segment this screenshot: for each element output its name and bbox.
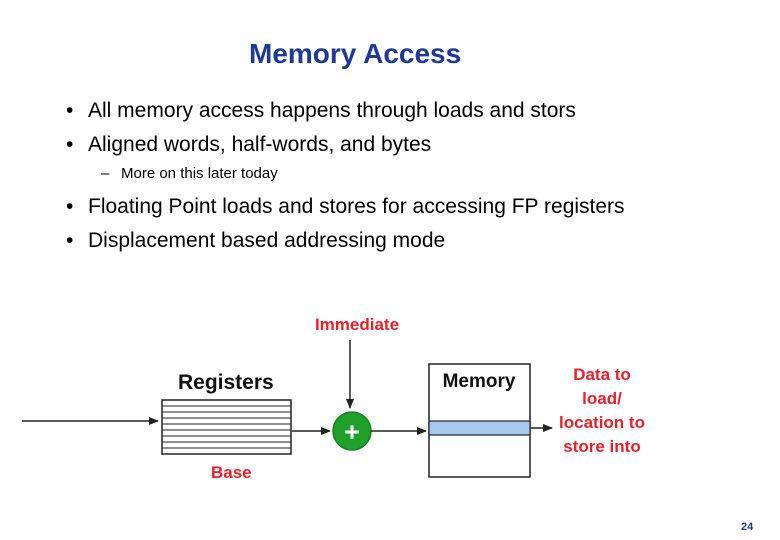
data-label-line: load/ [582,389,622,408]
registers-label: Registers [178,371,274,394]
bullet-marker: • [66,195,74,218]
bullet-text: Aligned words, half-words, and bytes [88,133,432,156]
sub-bullet-item: –More on this later today [101,165,278,182]
slide-title: Memory Access [249,38,462,69]
sub-bullet-marker: – [101,165,110,182]
adder: + [332,411,372,451]
bullet-text: Floating Point loads and stores for acce… [88,195,625,218]
page-number: 24 [741,521,754,533]
bullet-text: Displacement based addressing mode [88,229,446,252]
bullet-marker: • [66,99,74,122]
memory-location-highlight [428,420,531,436]
memory-label: Memory [443,371,516,392]
sub-bullet-text: More on this later today [121,165,278,182]
bullet-item: • Displacement based addressing mode [66,229,445,253]
memory-block [428,363,531,478]
immediate-label: Immediate [315,315,399,334]
data-label-line: Data to [573,365,631,384]
base-label: Base [211,463,252,482]
data-label: Data to load/ location to store into [559,365,645,456]
register-file [161,399,292,455]
bullet-marker: • [66,229,74,252]
bullet-text: All memory access happens through loads … [88,99,576,122]
bullet-item: • Floating Point loads and stores for acc… [66,195,625,219]
bullet-item: • All memory access happens through loads… [66,99,576,123]
adder-plus-icon: + [344,417,360,447]
data-label-line: store into [563,437,640,456]
bullet-marker: • [66,133,74,156]
bullet-item: • Aligned words, half-words, and bytes [66,133,431,157]
data-label-line: location to [559,413,645,432]
